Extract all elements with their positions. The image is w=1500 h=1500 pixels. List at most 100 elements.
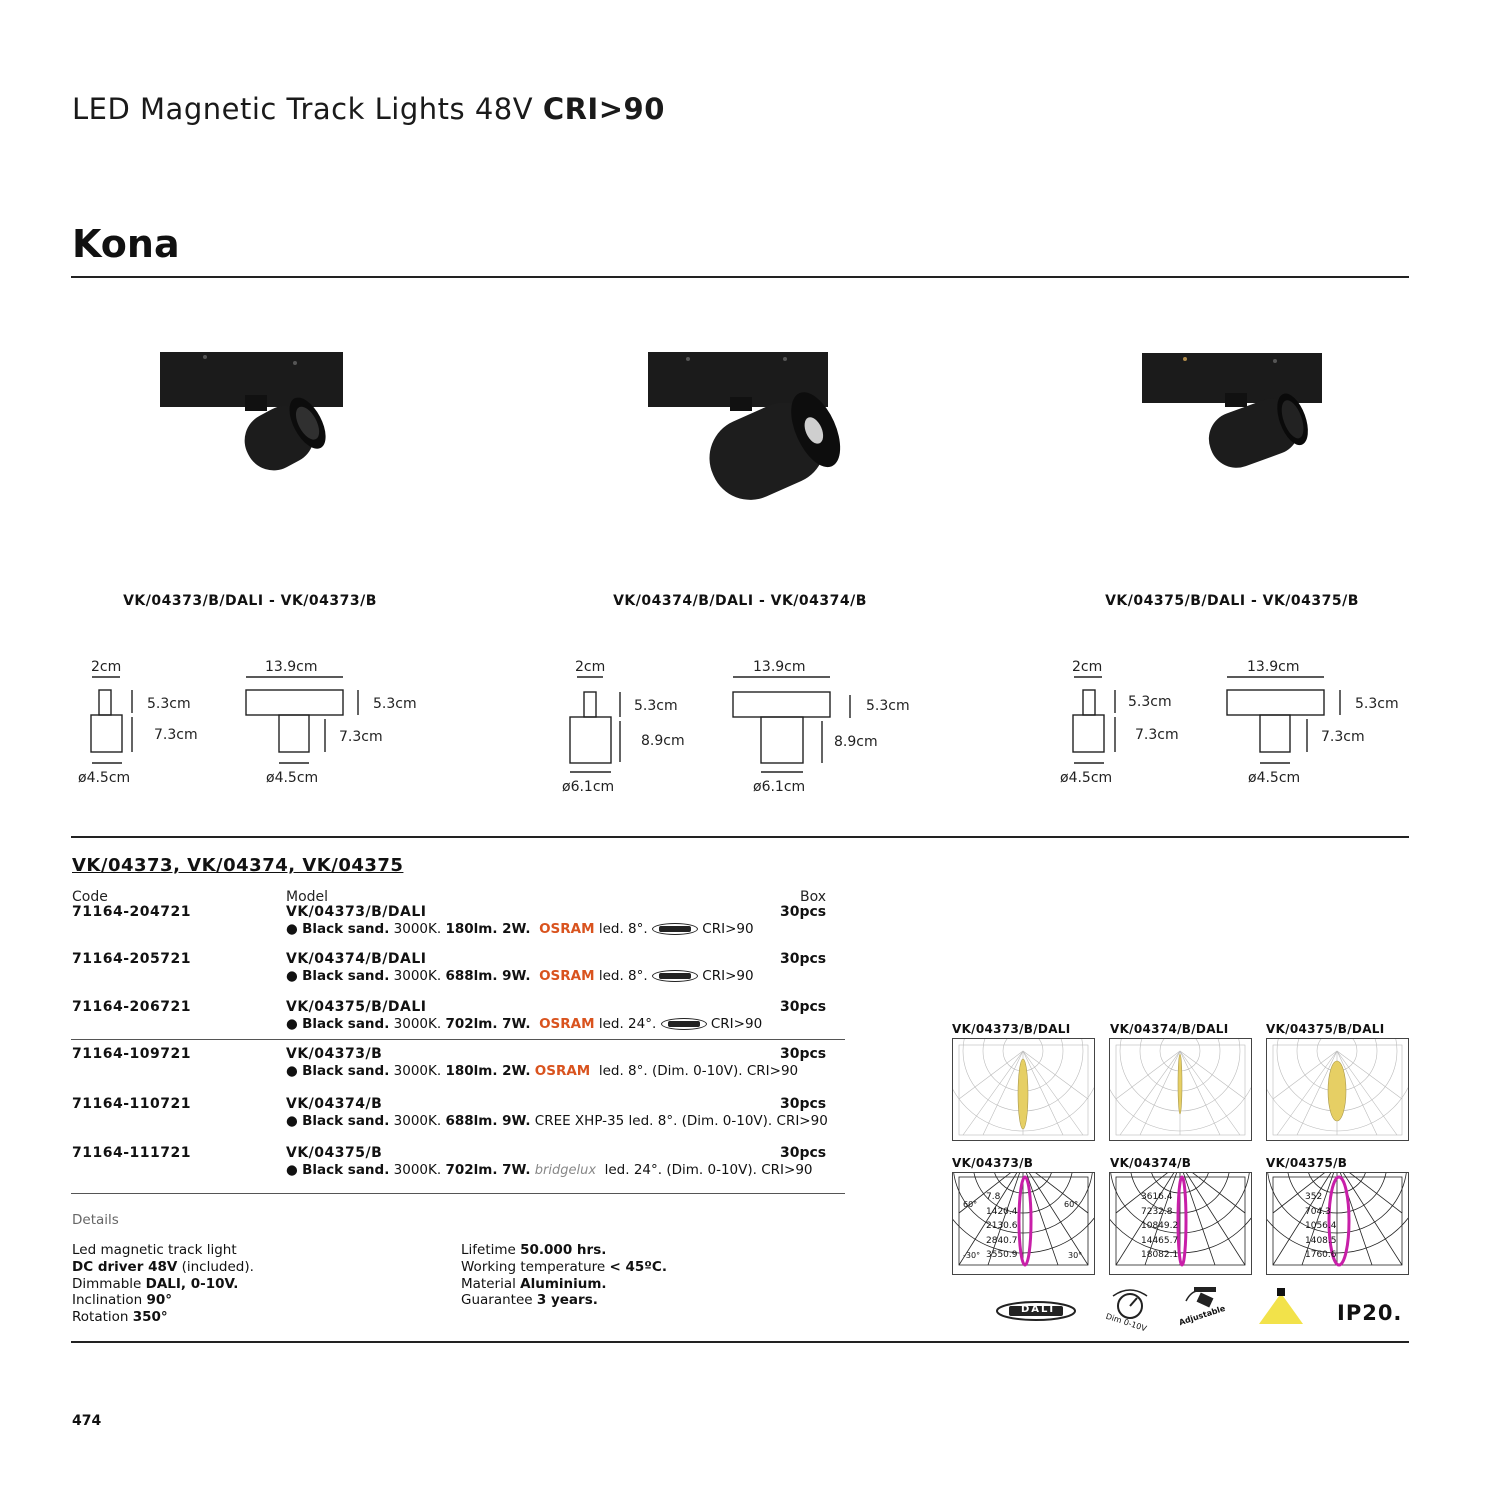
dali-icon: DALI xyxy=(995,1300,1077,1322)
detail-line: DC driver 48V (included). xyxy=(72,1258,254,1275)
row-model: VK/04374/B xyxy=(286,1096,383,1112)
row-box: 30pcs xyxy=(780,951,827,967)
dim-length: 13.9cm xyxy=(753,659,806,675)
dim-diameter: ø4.5cm xyxy=(1248,770,1301,786)
dim-height-top: 5.3cm xyxy=(147,696,191,712)
detail-line: Guarantee 3 years. xyxy=(461,1292,598,1309)
group-divider xyxy=(71,1039,845,1040)
dim-height-total: 7.3cm xyxy=(1321,729,1365,745)
row-description: ● Black sand. 3000K. 702lm. 7W. bridgelu… xyxy=(286,1162,813,1178)
dim-0-10v-icon: Dim 0-10V xyxy=(1105,1288,1155,1333)
polar-diagram xyxy=(1089,1072,1271,1275)
row-model: VK/04373/B xyxy=(286,1046,383,1062)
dali-badge-icon xyxy=(660,1018,707,1030)
dim-height-top: 5.3cm xyxy=(1355,696,1399,712)
detail-line: Material Aluminium. xyxy=(461,1275,607,1292)
row-box: 30pcs xyxy=(780,999,827,1015)
row-code: 71164-206721 xyxy=(72,999,191,1015)
detail-line: Lifetime 50.000 hrs. xyxy=(461,1242,607,1258)
column-header-code: Code xyxy=(72,889,108,905)
table-row: 71164-205721 VK/04374/B/DALI 30pcs ● Bla… xyxy=(72,951,852,995)
photometric-diagram xyxy=(942,970,1104,1141)
dali-badge-icon xyxy=(651,923,698,935)
dim-width: 2cm xyxy=(1072,659,1103,675)
detail-line: Working temperature < 45ºC. xyxy=(461,1258,667,1275)
ip-rating: IP20. xyxy=(1337,1301,1403,1325)
details-right: Lifetime 50.000 hrs. Working temperature… xyxy=(461,1242,667,1309)
dim-diameter: ø6.1cm xyxy=(562,779,615,795)
polar-angle-label: 30° xyxy=(1068,1251,1083,1260)
row-model: VK/04374/B/DALI xyxy=(286,951,427,967)
photometric-label: VK/04374/B/DALI xyxy=(1110,1022,1229,1036)
dim-diameter: ø4.5cm xyxy=(1060,770,1113,786)
row-code: 71164-204721 xyxy=(72,904,191,920)
dim-height-total: 8.9cm xyxy=(834,734,878,750)
section-title: VK/04373, VK/04374, VK/04375 xyxy=(72,855,404,876)
row-model: VK/04375/B/DALI xyxy=(286,999,427,1015)
dim-width: 2cm xyxy=(575,659,606,675)
bridgelux-logo: bridgelux xyxy=(534,1163,597,1178)
dim-diameter: ø6.1cm xyxy=(753,779,806,795)
photometric-label: VK/04373/B/DALI xyxy=(952,1022,1071,1036)
osram-logo: OSRAM xyxy=(539,1016,595,1032)
detail-line: Inclination 90° xyxy=(72,1292,172,1309)
row-description: ● Black sand. 3000K. 688lm. 9W. OSRAM le… xyxy=(286,968,754,984)
dim-diameter: ø4.5cm xyxy=(266,770,319,786)
adjustable-icon: Adjustable xyxy=(1178,1285,1230,1327)
row-box: 30pcs xyxy=(780,1145,827,1161)
table-row: 71164-206721 VK/04375/B/DALI 30pcs ● Bla… xyxy=(72,999,852,1043)
table-row: 71164-110721 VK/04374/B 30pcs ● Black sa… xyxy=(72,1096,852,1140)
header-title-cri: CRI>90 xyxy=(542,92,665,126)
photometric-label: VK/04375/B xyxy=(1266,1156,1348,1170)
row-box: 30pcs xyxy=(780,904,827,920)
group-divider xyxy=(71,1193,845,1194)
dim-length: 13.9cm xyxy=(1247,659,1300,675)
row-code: 71164-109721 xyxy=(72,1046,191,1062)
row-code: 71164-111721 xyxy=(72,1145,191,1161)
detail-line: Dimmable DALI, 0-10V. xyxy=(72,1275,239,1292)
dim-height-top: 5.3cm xyxy=(1128,694,1172,710)
details-left: Led magnetic track light DC driver 48V (… xyxy=(72,1242,254,1326)
dim-height-top: 5.3cm xyxy=(373,696,417,712)
row-description: ● Black sand. 3000K. 180lm. 2W. OSRAM le… xyxy=(286,1063,799,1079)
photometric-diagram xyxy=(1099,970,1261,1141)
row-description: ● Black sand. 3000K. 702lm. 7W. OSRAM le… xyxy=(286,1016,763,1032)
page-number: 474 xyxy=(72,1413,102,1429)
photometric-diagram xyxy=(1256,970,1418,1141)
family-title: Kona xyxy=(72,222,180,266)
product-image-2 xyxy=(640,345,870,500)
dim-height-total: 8.9cm xyxy=(641,733,685,749)
table-row: 71164-204721 VK/04373/B/DALI 30pcs ● Bla… xyxy=(72,904,852,948)
divider xyxy=(71,1341,1409,1343)
polar-angle-label: 60° xyxy=(1064,1200,1079,1209)
photometric-label: VK/04373/B xyxy=(952,1156,1034,1170)
osram-logo: OSRAM xyxy=(539,968,595,984)
dim-height-top: 5.3cm xyxy=(634,698,678,714)
table-row: 71164-109721 VK/04373/B 30pcs ● Black sa… xyxy=(72,1046,852,1090)
row-description: ● Black sand. 3000K. 688lm. 9W. CREE XHP… xyxy=(286,1113,828,1129)
dim-length: 13.9cm xyxy=(265,659,318,675)
row-box: 30pcs xyxy=(780,1046,827,1062)
osram-logo: OSRAM xyxy=(539,921,595,937)
product-code-1: VK/04373/B/DALI - VK/04373/B xyxy=(123,593,377,609)
dim-height-total: 7.3cm xyxy=(1135,727,1179,743)
dimension-drawings xyxy=(90,676,1341,773)
beam-icon xyxy=(1257,1288,1305,1324)
product-image-3 xyxy=(1130,345,1340,475)
cree-brand: CREE XHP-35 xyxy=(534,1113,625,1129)
row-model: VK/04375/B xyxy=(286,1145,383,1161)
dali-badge-icon xyxy=(651,970,698,982)
details-label: Details xyxy=(72,1212,119,1228)
divider xyxy=(71,836,1409,838)
polar-diagram xyxy=(1246,1072,1428,1275)
photometric-label: VK/04374/B xyxy=(1110,1156,1192,1170)
osram-logo: OSRAM xyxy=(534,1063,591,1079)
divider xyxy=(71,276,1409,278)
row-code: 71164-110721 xyxy=(72,1096,191,1112)
header-title: LED Magnetic Track Lights 48V xyxy=(72,92,534,126)
polar-angle-label: 60° xyxy=(963,1200,978,1209)
product-code-2: VK/04374/B/DALI - VK/04374/B xyxy=(613,593,867,609)
dim-diameter: ø4.5cm xyxy=(78,770,131,786)
